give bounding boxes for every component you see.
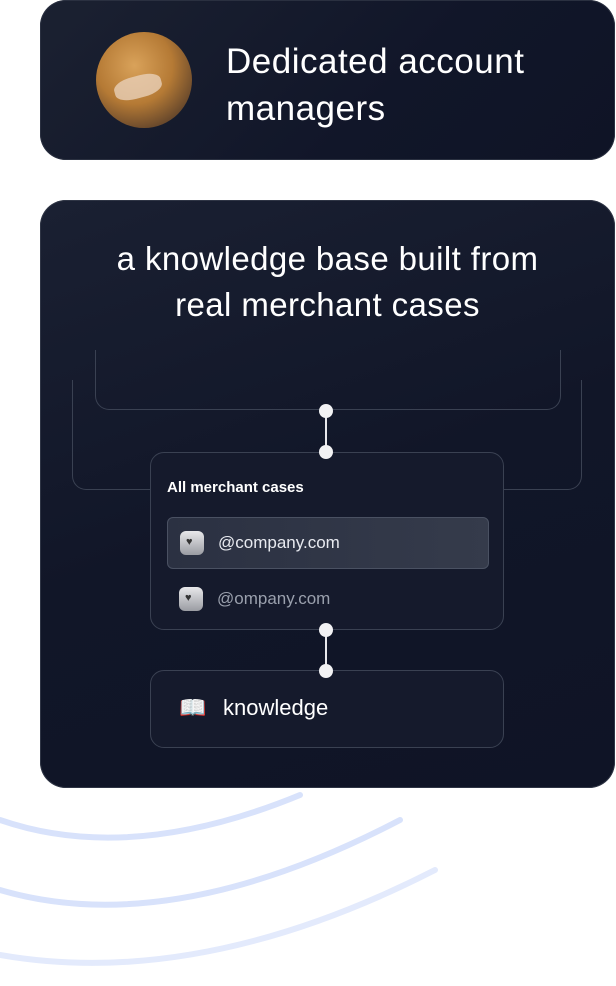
connector-line [325,632,327,672]
knowledge-label: knowledge [223,695,329,720]
merchant-cases-box: All merchant cases @company.com @ompany.… [150,452,504,630]
case-item-label: @company.com [218,533,340,552]
knowledge-base-title: a knowledge base built from real merchan… [116,240,539,323]
decorative-arc [0,867,438,966]
case-item[interactable]: @company.com [167,517,489,569]
account-managers-card: Dedicated account managers [40,0,615,160]
connector-dot [319,445,333,459]
book-icon: 📖 [179,695,207,720]
merchant-cases-title: All merchant cases [167,479,304,496]
decorative-arcs [0,792,438,966]
connector-dot [319,404,333,418]
knowledge-box[interactable]: 📖 knowledge [150,670,504,748]
connector-dot [319,623,333,637]
connector-dot [319,664,333,678]
avatar [96,32,192,128]
connector-line [325,412,327,452]
knowledge-base-card: a knowledge base built from real merchan… [40,200,615,788]
decorative-arc [0,792,303,841]
decorative-arc [0,817,403,908]
calendar-heart-icon [180,531,204,555]
case-item[interactable]: @ompany.com [167,573,489,625]
account-managers-title: Dedicated account managers [226,42,525,128]
case-item-label: @ompany.com [217,589,331,608]
calendar-heart-icon [179,587,203,611]
